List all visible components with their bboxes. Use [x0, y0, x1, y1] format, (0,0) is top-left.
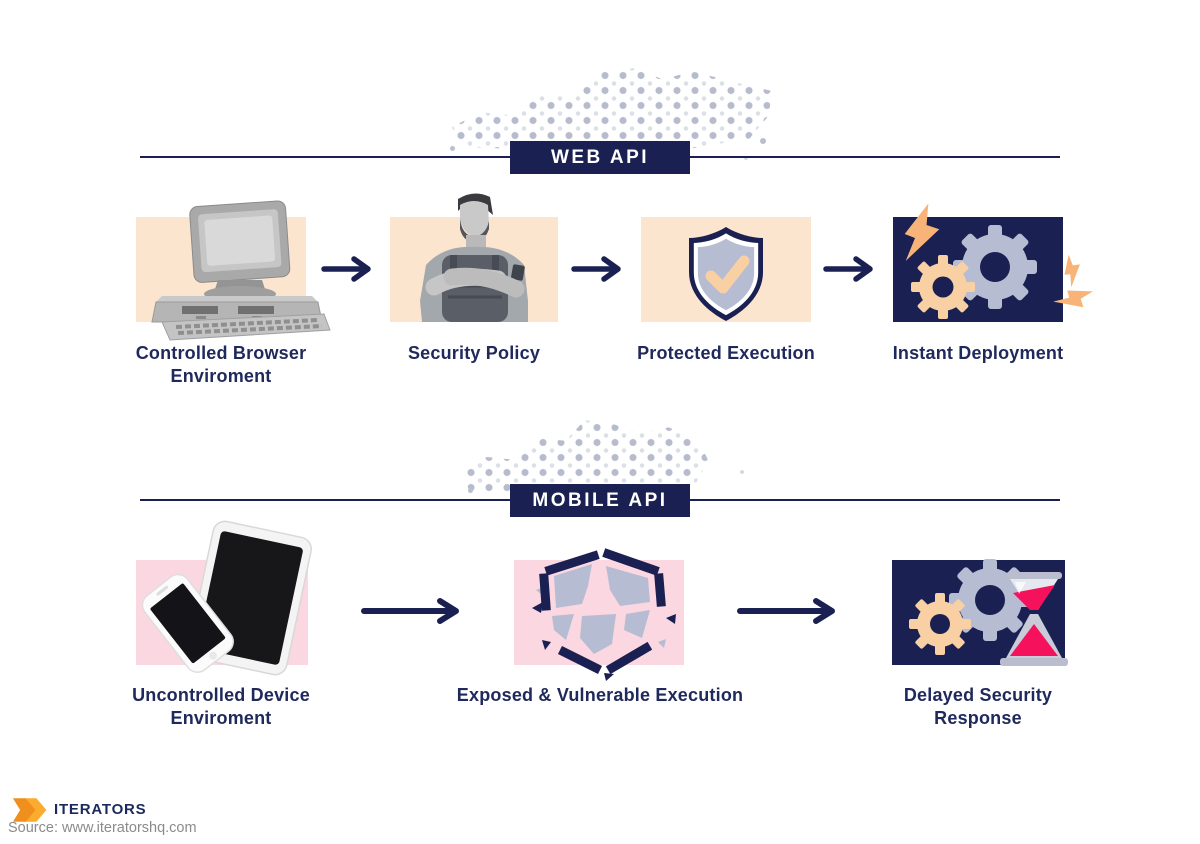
web-section-banner: WEB API	[510, 141, 690, 174]
lightning-bolt-icon	[1064, 254, 1080, 288]
arrow-right-icon	[361, 598, 459, 624]
step-label: Uncontrolled Device Enviroment	[132, 685, 310, 728]
arrow-right-icon	[737, 598, 835, 624]
broken-shield-icon	[532, 548, 676, 681]
stray-dot	[450, 146, 455, 151]
stray-dot	[760, 138, 766, 144]
source-attribution: Source: www.iteratorshq.com	[8, 820, 197, 836]
gears-hourglass-icon	[909, 559, 1068, 666]
web-section-title: WEB API	[550, 146, 650, 168]
step-label: Security Policy	[407, 343, 541, 363]
security-guard-icon	[420, 193, 528, 322]
mobile-section-title: MOBILE API	[532, 489, 668, 511]
shield-check-icon	[689, 227, 763, 321]
stray-dot	[744, 156, 748, 160]
iterators-logo-icon	[12, 798, 47, 822]
hourglass	[1000, 572, 1068, 666]
retro-computer-icon	[151, 200, 331, 341]
lightning-bolt-icon	[904, 203, 940, 261]
arrow-right-icon	[571, 256, 621, 282]
step-label: Controlled Browser Enviroment	[135, 343, 307, 386]
mobile-section-banner: MOBILE API	[510, 484, 690, 517]
dot-pattern-web	[452, 68, 772, 150]
stray-dot	[468, 488, 473, 493]
brand-name: ITERATORS	[54, 801, 147, 818]
arrow-right-icon	[823, 256, 873, 282]
step-label: Exposed & Vulnerable Execution	[456, 685, 744, 705]
step-label: Protected Execution	[637, 343, 815, 363]
step-label: Instant Deployment	[892, 343, 1064, 363]
dot-pattern-mobile	[462, 420, 708, 494]
step-label: Delayed Security Response	[903, 685, 1053, 728]
gears-lightning-icon	[911, 225, 1037, 319]
stray-dot	[740, 470, 744, 474]
lightning-bolt-icon	[1053, 290, 1094, 308]
phone-tablet-icon	[141, 520, 312, 676]
arrow-right-icon	[321, 256, 371, 282]
